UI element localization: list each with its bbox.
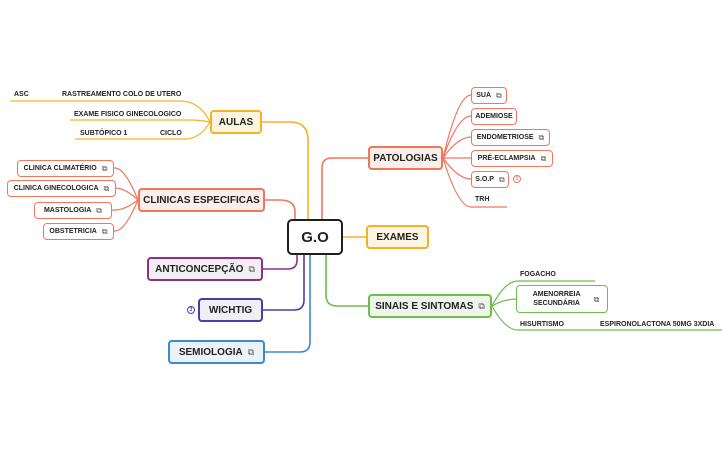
note-icon: ⧉: [478, 300, 485, 311]
connector-ciclo: [75, 121, 211, 140]
central-topic[interactable]: G.O: [287, 219, 343, 255]
connector-ademiose: [442, 115, 472, 159]
subtopic-obstetricia[interactable]: OBSTETRICIA ⧉: [43, 223, 114, 240]
connector-clinica-climaterio: [114, 167, 139, 201]
subtopic-sua[interactable]: SUA ⧉: [471, 87, 507, 104]
subtopic-exame-fisico[interactable]: EXAME FISICO GINECOLOGICO: [74, 111, 182, 118]
subtopic-mastologia[interactable]: MASTOLOGIA ⧉: [34, 202, 112, 219]
note-icon: ⧉: [247, 346, 255, 357]
note-icon: ⧉: [498, 174, 505, 184]
subtopic-sop[interactable]: S.O.P ⧉: [471, 171, 509, 188]
topic-exames-label: EXAMES: [376, 231, 419, 243]
connector-sop: [442, 157, 472, 180]
subtopic-espironolactona[interactable]: ESPIRONOLACTONA 50MG 3XDIA: [600, 321, 715, 328]
topic-clinicas-especificas[interactable]: CLINICAS ESPECIFICAS: [138, 188, 265, 212]
connector-clinicas: [265, 199, 296, 219]
central-topic-label: G.O: [301, 228, 329, 246]
connector-obstetricia: [114, 199, 139, 232]
note-icon: ⧉: [538, 132, 545, 142]
subtopic-ciclo[interactable]: CICLO: [160, 130, 182, 137]
note-icon: ⧉: [101, 226, 108, 236]
subtopic-asc[interactable]: ASC: [14, 91, 29, 98]
connector-exame-fisico: [70, 119, 211, 123]
topic-wichtig[interactable]: WICHTIG: [198, 298, 263, 322]
subtopic-fogacho[interactable]: FOGACHO: [520, 271, 556, 278]
topic-wichtig-label: WICHTIG: [208, 304, 253, 316]
subtopic-mastologia-label: MASTOLOGIA: [43, 207, 92, 214]
connector-hisurtismo: [491, 305, 722, 331]
connector-aulas: [262, 121, 309, 219]
subtopic-pre-eclampsia-label: PRÉ-ECLAMPSIA: [477, 155, 536, 162]
note-icon: ⧉: [496, 90, 502, 100]
subtopic-amenorreia-label: AMENORREIA SECUNDÁRIA: [532, 291, 581, 307]
topic-anticoncepcao[interactable]: ANTICONCEPÇÃO ⧉: [147, 257, 263, 281]
connector-fogacho: [491, 280, 595, 307]
topic-semiologia[interactable]: SEMIOLOGIA ⧉: [168, 340, 265, 364]
topic-patologias-label: PATOLOGIAS: [373, 152, 438, 164]
subtopic-sop-label: S.O.P: [475, 176, 494, 183]
marker-badge[interactable]: 3: [187, 306, 195, 314]
subtopic-clinica-climaterio-label: CLINICA CLIMATÉRIO: [23, 165, 97, 172]
subtopic-clinica-ginecologica-label: CLINICA GINECOLOGICA: [13, 185, 99, 192]
subtopic-endometriose[interactable]: ENDOMETRIOSE ⧉: [471, 129, 550, 146]
subtopic-pre-eclampsia[interactable]: PRÉ-ECLAMPSIA ⧉: [471, 150, 553, 167]
topic-exames[interactable]: EXAMES: [366, 225, 429, 249]
connector-endometriose: [442, 136, 472, 159]
note-icon: ⧉: [101, 163, 108, 173]
topic-semiologia-label: SEMIOLOGIA: [178, 346, 243, 358]
topic-anticoncepcao-label: ANTICONCEPÇÃO: [155, 263, 244, 275]
connector-trh: [442, 157, 507, 208]
connector-rastreamento: [10, 100, 211, 123]
marker-badge[interactable]: 1: [513, 175, 521, 183]
connector-semiologia: [265, 255, 311, 353]
connector-clinica-ginecologica: [114, 187, 139, 201]
subtopic-rastreamento[interactable]: RASTREAMENTO COLO DE UTERO: [62, 91, 182, 98]
subtopic-1[interactable]: SUBTÓPICO 1: [80, 130, 128, 137]
note-icon: ⧉: [103, 183, 110, 193]
topic-patologias[interactable]: PATOLOGIAS: [368, 146, 443, 170]
topic-aulas[interactable]: AULAS: [210, 110, 262, 134]
connector-sua: [442, 94, 472, 159]
note-icon: ⧉: [540, 153, 547, 163]
subtopic-obstetricia-label: OBSTETRICIA: [49, 228, 97, 235]
subtopic-hisurtismo[interactable]: HISURTISMO: [520, 321, 564, 328]
note-icon: ⧉: [593, 294, 600, 304]
subtopic-clinica-ginecologica[interactable]: CLINICA GINECOLOGICA ⧉: [7, 180, 116, 197]
topic-clinicas-label: CLINICAS ESPECIFICAS: [143, 194, 260, 206]
subtopic-amenorreia[interactable]: AMENORREIA SECUNDÁRIA ⧉: [516, 285, 608, 313]
connector-anticoncepcao: [263, 255, 298, 270]
note-icon: ⧉: [248, 263, 255, 274]
topic-sinais-sintomas[interactable]: SINAIS E SINTOMAS ⧉: [368, 294, 492, 318]
subtopic-endometriose-label: ENDOMETRIOSE: [476, 134, 534, 141]
subtopic-clinica-climaterio[interactable]: CLINICA CLIMATÉRIO ⧉: [17, 160, 114, 177]
connector-patologias: [321, 157, 368, 219]
subtopic-ademiose-label: ADEMIOSE: [475, 113, 513, 120]
connector-mastologia: [112, 199, 139, 211]
note-icon: ⧉: [96, 205, 103, 215]
subtopic-trh[interactable]: TRH: [475, 196, 490, 203]
subtopic-sua-label: SUA: [476, 92, 492, 99]
topic-sinais-label: SINAIS E SINTOMAS: [375, 300, 474, 312]
connector-wichtig: [263, 255, 305, 311]
connector-sinais: [325, 255, 368, 307]
subtopic-ademiose[interactable]: ADEMIOSE: [471, 108, 517, 125]
connector-amenorreia: [491, 298, 517, 307]
topic-aulas-label: AULAS: [218, 116, 254, 128]
